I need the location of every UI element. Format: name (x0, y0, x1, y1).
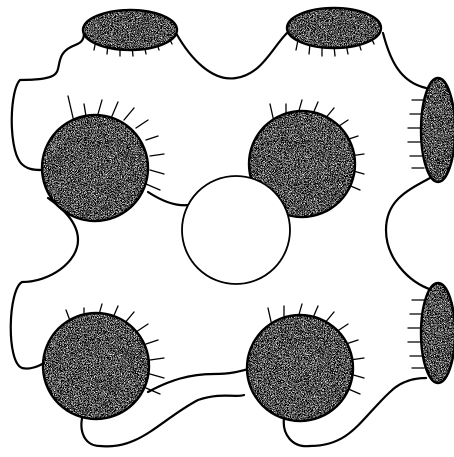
opening-lower-center (247, 315, 353, 421)
surface-outline-top (176, 33, 287, 78)
surface-outline-middle-lower (148, 368, 252, 392)
opening-upper-left (42, 115, 148, 221)
opening-top-left (83, 10, 177, 50)
surface-outline-right (386, 178, 432, 290)
opening-right-upper (421, 78, 454, 182)
opening-right-lower (421, 283, 454, 383)
opening-lower-left (43, 313, 149, 419)
opening-top-right (287, 8, 381, 48)
central-hole (182, 176, 290, 284)
surface-outline-top-right (383, 33, 426, 88)
